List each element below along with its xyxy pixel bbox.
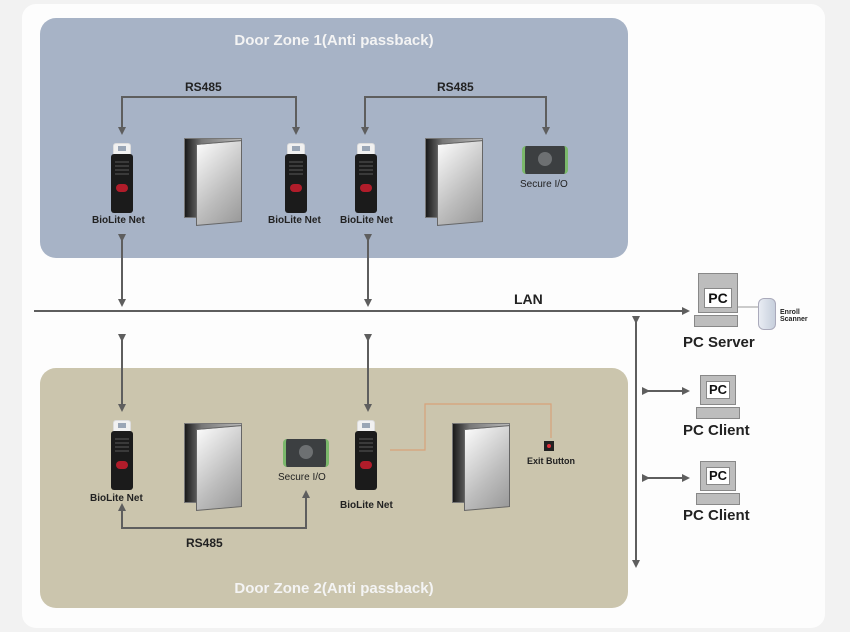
pc-screen-text: PC <box>706 381 730 399</box>
enroll-scanner-label: Enroll Scanner <box>780 309 808 323</box>
zone-1-title: Door Zone 1(Anti passback) <box>234 32 434 49</box>
exit-button-label: Exit Button <box>527 456 575 466</box>
rs485-label-2: RS485 <box>437 80 474 94</box>
rs485-link-zone1-b <box>361 96 547 135</box>
enroll-scanner-line1: Enroll <box>780 309 800 316</box>
lan-label: LAN <box>514 291 543 307</box>
secure-io-label: Secure I/O <box>520 179 568 190</box>
biolite-net-label: BioLite Net <box>268 215 321 226</box>
enroll-scanner-line2: Scanner <box>780 316 808 323</box>
biolite-net-reader-icon <box>355 420 377 490</box>
pc-client-label: PC Client <box>683 422 750 439</box>
rs485-label-3: RS485 <box>186 536 223 550</box>
zone-2-title: Door Zone 2(Anti passback) <box>234 580 434 597</box>
biolite-net-reader-icon <box>355 143 377 213</box>
biolite-net-reader-icon <box>111 143 133 213</box>
enroll-scanner-icon <box>758 298 776 330</box>
rs485-label-1: RS485 <box>185 80 222 94</box>
secure-io-icon <box>283 439 329 467</box>
biolite-net-label: BioLite Net <box>90 493 143 504</box>
exit-button-wire <box>390 403 552 451</box>
pc-screen-text: PC <box>706 467 730 485</box>
secure-io-label: Secure I/O <box>278 472 326 483</box>
door-zone-2: Door Zone 2(Anti passback) <box>40 368 628 608</box>
biolite-net-reader-icon <box>285 143 307 213</box>
door-icon <box>184 138 242 227</box>
biolite-net-label: BioLite Net <box>340 500 393 511</box>
door-icon <box>425 138 483 227</box>
biolite-net-label: BioLite Net <box>340 215 393 226</box>
door-icon <box>452 423 510 512</box>
pc-screen-text: PC <box>704 288 732 308</box>
pc-client-label: PC Client <box>683 507 750 524</box>
biolite-net-reader-icon <box>111 420 133 490</box>
door-zone-1: Door Zone 1(Anti passback) <box>40 18 628 258</box>
door-icon <box>184 423 242 512</box>
biolite-net-label: BioLite Net <box>92 215 145 226</box>
secure-io-icon <box>522 146 568 174</box>
rs485-link-zone1-a <box>121 96 300 135</box>
pc-server-label: PC Server <box>683 334 755 351</box>
exit-button-icon <box>544 441 554 451</box>
